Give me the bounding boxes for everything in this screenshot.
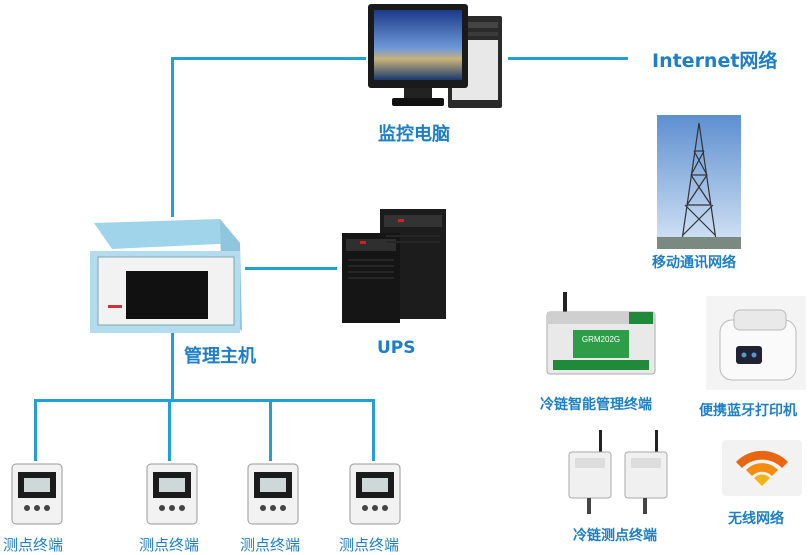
line-drop-1 bbox=[34, 399, 37, 461]
controller-label: 冷链智能管理终端 bbox=[540, 397, 652, 413]
printer-label: 便携蓝牙打印机 bbox=[699, 403, 797, 419]
line-computer-to-internet bbox=[508, 57, 628, 60]
terminal-device-icon-2 bbox=[146, 463, 198, 525]
wireless-label: 无线网络 bbox=[728, 511, 784, 527]
line-top-horizontal bbox=[171, 57, 366, 60]
ups-icon bbox=[342, 209, 446, 323]
line-bus-horizontal bbox=[34, 399, 375, 402]
internet-label: Internet网络 bbox=[652, 50, 778, 72]
computer-label: 监控电脑 bbox=[378, 124, 450, 145]
terminal-label-3: 测点终端 bbox=[240, 536, 301, 554]
terminal-label-1: 测点终端 bbox=[3, 536, 64, 554]
mobile-network-label: 移动通讯网络 bbox=[652, 255, 736, 271]
cell-tower-icon bbox=[657, 115, 741, 249]
terminal-device-icon-3 bbox=[247, 463, 299, 525]
ups-label: UPS bbox=[377, 338, 416, 358]
coldchain-terminal-label: 冷链测点终端 bbox=[573, 528, 657, 544]
terminal-device-icon-4 bbox=[349, 463, 401, 525]
line-drop-4 bbox=[372, 399, 375, 461]
controller-device-icon: GRM202G bbox=[546, 292, 656, 375]
line-drop-3 bbox=[269, 399, 272, 461]
management-host-icon bbox=[90, 219, 242, 333]
line-drop-2 bbox=[168, 399, 171, 461]
terminal-device-icon-1 bbox=[11, 463, 63, 525]
terminal-label-4: 测点终端 bbox=[339, 536, 400, 554]
line-host-to-computer bbox=[171, 57, 174, 217]
line-host-down bbox=[171, 330, 174, 400]
host-label: 管理主机 bbox=[184, 346, 256, 367]
line-host-to-ups bbox=[245, 267, 337, 270]
coldchain-sensor-icon bbox=[568, 430, 668, 514]
monitor-computer-icon bbox=[368, 4, 502, 108]
wifi-icon bbox=[722, 440, 802, 496]
terminal-label-2: 测点终端 bbox=[139, 536, 200, 554]
controller-model-text: GRM202G bbox=[582, 335, 620, 344]
printer-icon bbox=[706, 296, 806, 390]
